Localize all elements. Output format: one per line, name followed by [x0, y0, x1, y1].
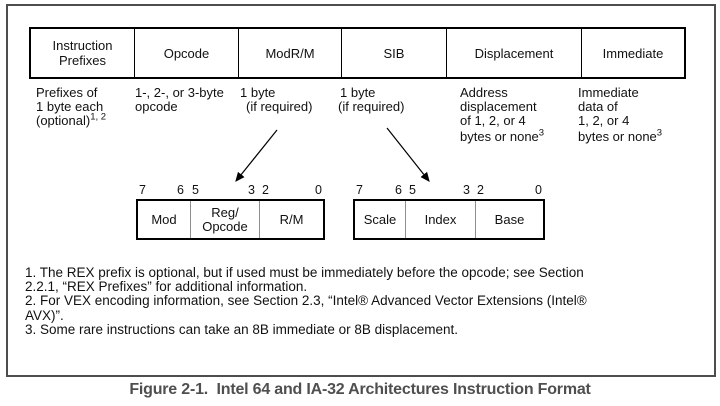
bit-number: 3: [248, 183, 255, 197]
sib-byte-box: Scale Index Base: [353, 199, 545, 240]
footnote-line: 2. For VEX encoding information, see Sec…: [25, 293, 587, 309]
footnote-line: 2.2.1, “REX Prefixes” for additional inf…: [25, 279, 308, 295]
modrm-reg-opcode-cell: Reg/ Opcode: [190, 201, 259, 238]
field-label: SIB: [383, 45, 405, 61]
desc-line: (optional)1, 2: [36, 111, 107, 128]
desc-line: Immediate: [578, 85, 639, 100]
modrm-mod-cell: Mod: [151, 211, 177, 227]
desc-line: (if required): [338, 99, 405, 114]
desc-text: bytes or none: [578, 129, 657, 144]
desc-line: data of: [578, 99, 618, 114]
field-modrm: ModR/M: [238, 29, 341, 77]
footnote-ref: 3: [538, 127, 545, 139]
desc-sib: 1 byte (if required): [338, 86, 404, 114]
desc-line: 1-, 2-, or 3-byte: [135, 85, 224, 100]
sib-index-cell: Index: [405, 201, 475, 238]
desc-line: 1 byte: [340, 85, 376, 100]
modrm-rm-cell: R/M: [259, 201, 323, 238]
desc-line: of 1, 2, or 4: [460, 113, 526, 128]
bit-number: 0: [315, 183, 322, 197]
desc-line: Prefixes of: [36, 85, 98, 100]
field-instruction-prefixes: Instruction Prefixes: [31, 29, 134, 77]
sib-bit-numbers: 7 6 5 3 2 0: [353, 183, 545, 199]
bit-number: 6: [395, 183, 402, 197]
field-opcode: Opcode: [134, 29, 238, 77]
bit-number: 0: [535, 183, 542, 197]
footnotes: 1. The REX prefix is optional, but if us…: [25, 265, 587, 337]
desc-line: opcode: [135, 99, 178, 114]
field-label: Opcode: [163, 45, 210, 61]
sib-base-cell: Base: [475, 201, 543, 238]
bit-number: 2: [477, 183, 484, 197]
modrm-bit-numbers: 7 6 5 3 2 0: [136, 183, 325, 199]
bit-number: 5: [192, 183, 199, 197]
desc-modrm: 1 byte (if required): [240, 86, 312, 114]
desc-line: 1, 2, or 4: [578, 113, 630, 128]
modrm-byte-diagram: 7 6 5 3 2 0 Mod Reg/ Opcode R/M: [136, 183, 325, 240]
bit-number: 6: [177, 183, 184, 197]
figure-caption: Figure 2-1. Intel 64 and IA-32 Architect…: [129, 381, 591, 398]
field-label: ModR/M: [265, 45, 315, 61]
desc-line: (if required): [246, 99, 313, 114]
footnote-ref: 1, 2: [90, 111, 107, 123]
field-immediate: Immediate: [581, 29, 684, 77]
bit-number: 2: [262, 183, 269, 197]
desc-opcode: 1-, 2-, or 3-byte opcode: [135, 86, 224, 114]
sib-byte-diagram: 7 6 5 3 2 0 Scale Index Base: [353, 183, 545, 240]
desc-instruction-prefixes: Prefixes of 1 byte each (optional)1, 2: [36, 86, 106, 128]
sib-scale-cell: Scale: [363, 211, 397, 227]
bit-number: 7: [356, 183, 363, 197]
desc-line: bytes or none3: [578, 127, 663, 144]
field-displacement: Displacement: [446, 29, 581, 77]
bit-number: 3: [463, 183, 470, 197]
field-label: Displacement: [474, 45, 554, 61]
desc-line: bytes or none3: [460, 127, 545, 144]
footnote-line: 1. The REX prefix is optional, but if us…: [25, 265, 584, 280]
desc-displacement: Address displacement of 1, 2, or 4 bytes…: [460, 86, 544, 144]
instruction-format-row: Instruction Prefixes Opcode ModR/M SIB D…: [29, 27, 686, 79]
desc-text: bytes or none: [460, 129, 539, 144]
desc-immediate: Immediate data of 1, 2, or 4 bytes or no…: [578, 86, 662, 144]
desc-line: 1 byte each: [36, 99, 104, 114]
desc-line: Address: [460, 85, 508, 100]
desc-line: displacement: [460, 99, 537, 114]
desc-line: 1 byte: [240, 85, 276, 100]
modrm-byte-box: Mod Reg/ Opcode R/M: [136, 199, 325, 240]
field-label: Immediate: [602, 45, 664, 61]
bit-number: 7: [139, 183, 146, 197]
footnote-line: 3. Some rare instructions can take an 8B…: [25, 321, 458, 337]
bit-number: 5: [409, 183, 416, 197]
footnote-line: AVX)”.: [25, 307, 64, 323]
field-label: Instruction Prefixes: [52, 38, 113, 68]
desc-text: (optional): [36, 113, 91, 128]
field-sib: SIB: [341, 29, 446, 77]
footnote-ref: 3: [656, 127, 663, 139]
